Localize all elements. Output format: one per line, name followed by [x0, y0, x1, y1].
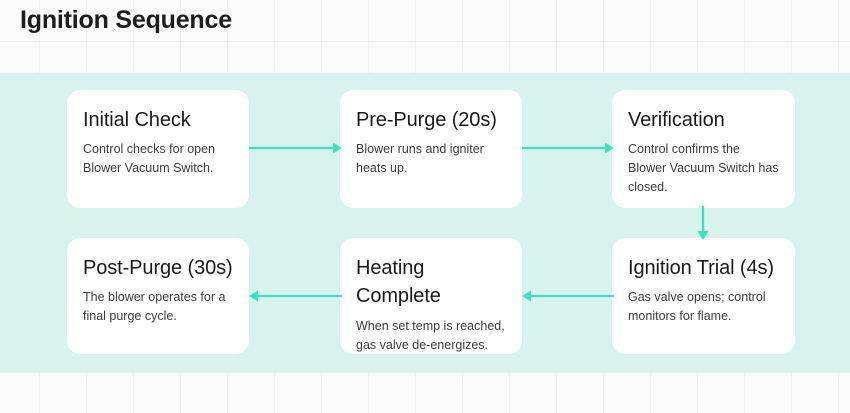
flow-step-description: When set temp is reached, gas valve de-e… [356, 318, 505, 352]
arrow-left-icon-heating-complete-to-post-purge [249, 290, 342, 302]
flow-step-initial-check[interactable]: Initial Check Control checks for open Bl… [67, 90, 249, 208]
flow-step-ignition-trial[interactable]: Ignition Trial (4s) Gas valve opens; con… [612, 238, 795, 354]
arrow-right-icon-initial-check-to-pre-purge [249, 142, 342, 154]
flow-step-pre-purge[interactable]: Pre-Purge (20s) Blower runs and igniter … [340, 90, 522, 208]
arrow-right-icon-pre-purge-to-verification [522, 142, 614, 154]
flow-step-description: Control checks for open Blower Vacuum Sw… [83, 142, 216, 176]
flow-step-verification[interactable]: Verification Control confirms the Blower… [612, 90, 795, 208]
flow-step-post-purge[interactable]: Post-Purge (30s) The blower operates for… [67, 238, 249, 354]
flow-step-title: Initial Check [83, 109, 191, 131]
flow-step-description: Blower runs and igniter heats up. [356, 142, 484, 176]
arrow-left-icon-ignition-trial-to-heating-complete [522, 290, 614, 302]
flow-step-description: Gas valve opens; control monitors for fl… [628, 290, 766, 324]
flow-step-title: Heating Complete [356, 257, 441, 308]
flow-step-title: Ignition Trial (4s) [628, 257, 774, 279]
flow-step-heating-complete[interactable]: Heating Complete When set temp is reache… [340, 238, 522, 354]
arrow-down-icon-verification-to-ignition-trial [697, 206, 709, 240]
flow-step-description: Control confirms the Blower Vacuum Switc… [628, 142, 779, 194]
flow-step-title: Pre-Purge (20s) [356, 109, 497, 131]
flow-step-description: The blower operates for a final purge cy… [83, 290, 226, 324]
page-title: Ignition Sequence [20, 6, 232, 34]
flow-step-title: Post-Purge (30s) [83, 257, 233, 279]
flow-step-title: Verification [628, 109, 725, 131]
